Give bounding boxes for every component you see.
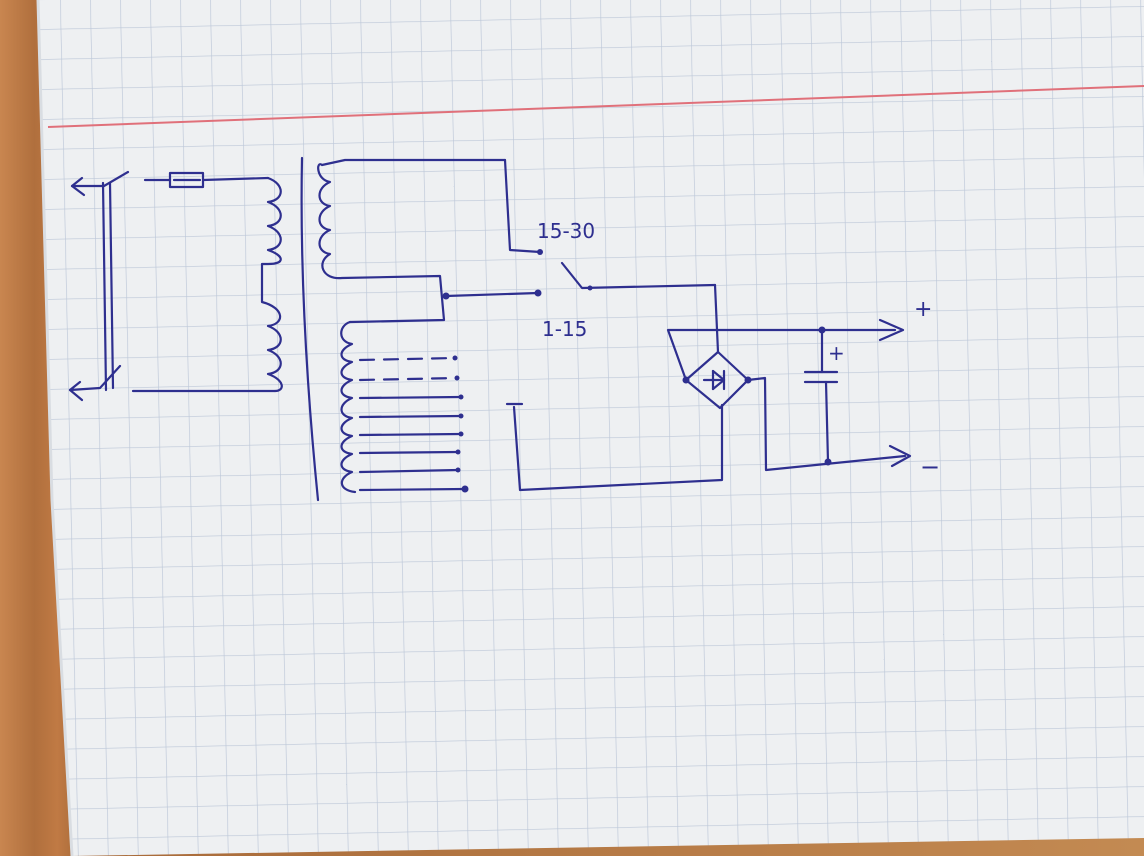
- output-plus-label: +: [914, 297, 932, 322]
- secondary-coil-2-icon: [340, 320, 357, 494]
- capacitor-icon: [803, 328, 839, 464]
- switch-low-label: 1-15: [542, 317, 587, 341]
- minus-arrow-icon: [888, 444, 912, 468]
- transformer-core: [300, 156, 320, 502]
- capacitor-plus-label: +: [828, 341, 845, 365]
- center-tap-wire: [444, 291, 540, 298]
- range-switch-icon: [560, 261, 717, 290]
- switch-high-label: 15-30: [537, 219, 595, 243]
- primary-top-wire: [201, 176, 270, 182]
- margin-line: [47, 85, 1144, 128]
- minus-rail: [746, 376, 907, 472]
- junction-dots: [442, 249, 832, 493]
- primary-coil-icon: [260, 176, 283, 393]
- paper-edge: [36, 0, 74, 856]
- switch-common-wire: [713, 283, 720, 354]
- mains-plug-icon: [68, 170, 130, 402]
- winding-taps: [358, 356, 467, 492]
- paper: [38, 0, 1144, 856]
- secondary-1-top-lead: [503, 158, 542, 254]
- secondary-coil-1-icon: [317, 158, 507, 324]
- tap-return-wire: [512, 403, 724, 492]
- bridge-rectifier-icon: [684, 350, 750, 410]
- output-minus-label: −: [920, 453, 940, 481]
- plus-arrow-icon: [878, 318, 905, 342]
